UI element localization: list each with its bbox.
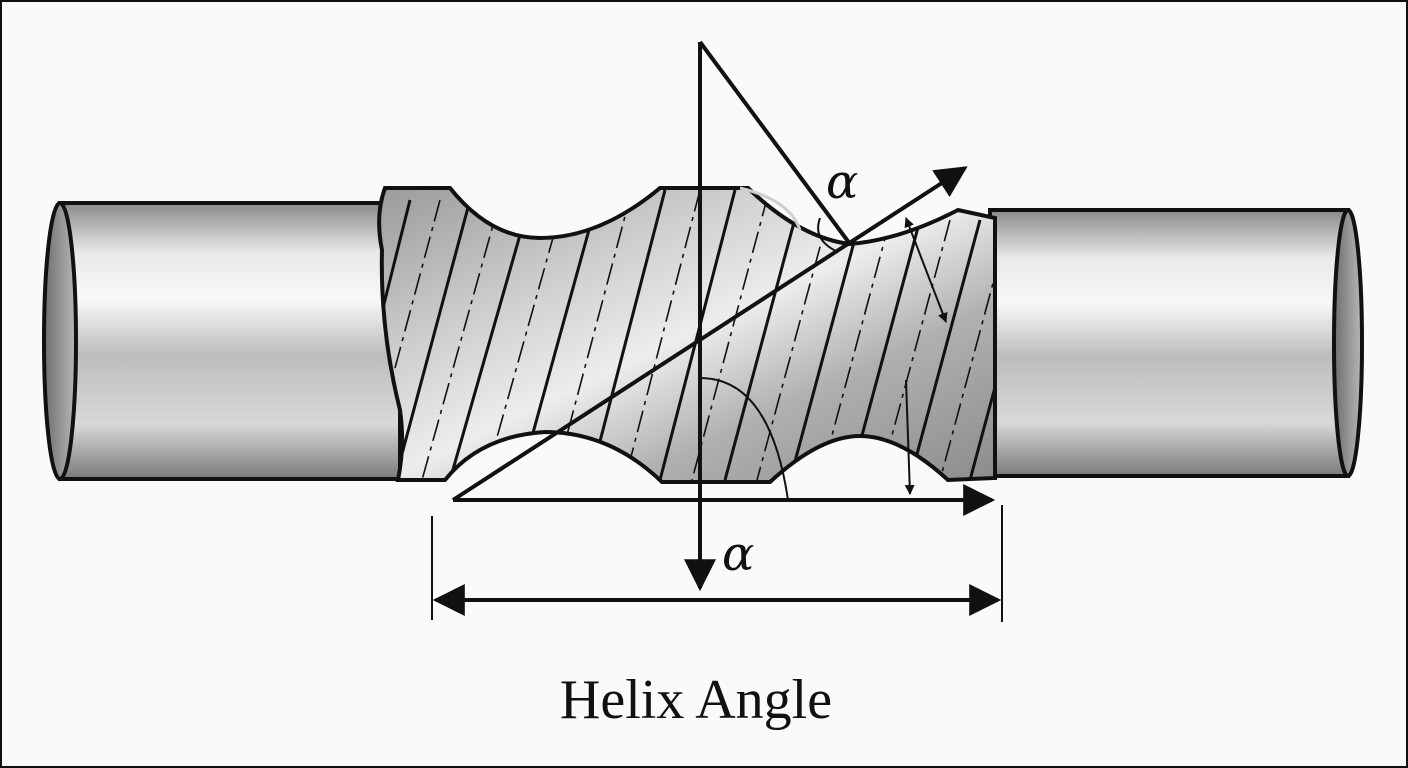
angle-arc-bottom: [699, 377, 789, 501]
right-shaft: [988, 208, 1364, 478]
left-shaft: [42, 201, 402, 481]
helical-section: [377, 186, 997, 484]
helix-angle-triangle: [451, 40, 996, 592]
diagram-caption: Helix Angle: [560, 669, 832, 731]
angle-arc-top: [817, 217, 839, 253]
helix-lead-line: [451, 166, 968, 502]
depth-arrow: [904, 217, 948, 323]
pitch-arrow: [904, 379, 915, 495]
angle-label-top: α: [826, 154, 858, 210]
triangle-hypotenuse: [698, 40, 852, 246]
lead-dimension: [431, 505, 1003, 622]
angle-label-bottom: α: [722, 526, 754, 582]
